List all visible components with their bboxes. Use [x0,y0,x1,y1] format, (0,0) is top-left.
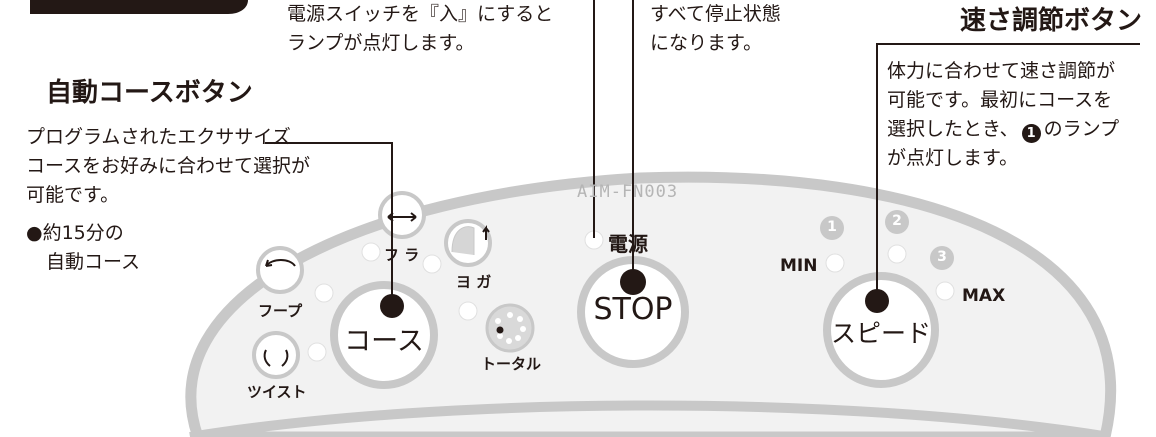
speed-level-2-badge [885,210,909,234]
course-button[interactable] [330,281,438,389]
yoga-icon [444,219,492,267]
stop-description: すべて停止状態 になります。 [650,3,781,54]
hoop-label: フープ [258,302,303,320]
speed-max-lamp [935,281,955,301]
power-description: 電源スイッチを『入』にすると ランプが点灯します。 [287,3,554,54]
speed-level-3-number: 3 [937,249,947,265]
speed-min-lamp [825,253,845,273]
twist-lamp [307,342,327,362]
course-description: プログラムされたエクササイズ コースをお好みに合わせて選択が 可能です。 [26,126,311,206]
course-pointer-dot [380,294,404,318]
course-leader-line [265,142,393,302]
course-heading: 自動コースボタン [46,78,253,108]
course-button-label: コース [344,326,424,357]
panel-bottom-edge [189,400,1111,437]
total-lamp [458,301,478,321]
section-tab [30,0,248,14]
total-icon [485,303,535,353]
speed-min-label: MIN [780,256,818,276]
speed-level-1-number: 1 [827,219,837,235]
speed-button[interactable] [823,272,939,388]
stop-pointer-dot [620,269,646,295]
twist-label: ツイスト [247,383,307,401]
course-note: ●約15分の 自動コース [26,222,141,273]
yoga-lamp [422,254,442,274]
level-1-badge-inline: 1 [1021,124,1041,143]
yoga-label: ヨ ガ [456,273,492,291]
twist-icon [252,331,300,379]
hula-icon [378,191,426,239]
speed-max-label: MAX [962,286,1006,306]
speed-leader-line [876,43,1140,300]
stop-button-label: STOP [593,292,673,327]
speed-2-lamp [887,244,907,264]
model-number: AIM-FN003 [577,182,679,202]
power-label: 電源 [608,232,648,256]
speed-level-1-badge [820,216,844,240]
hula-label: フ ラ [384,246,420,264]
speed-level-2-number: 2 [892,213,902,229]
speed-level-3-badge [930,246,954,270]
total-label: トータル [481,355,542,373]
hoop-lamp [314,283,334,303]
speed-heading: 速さ調節ボタン [960,6,1143,36]
speed-pointer-dot [865,289,889,313]
hula-lamp [361,242,381,262]
speed-button-label: スピード [830,319,931,348]
hoop-icon [256,246,304,294]
